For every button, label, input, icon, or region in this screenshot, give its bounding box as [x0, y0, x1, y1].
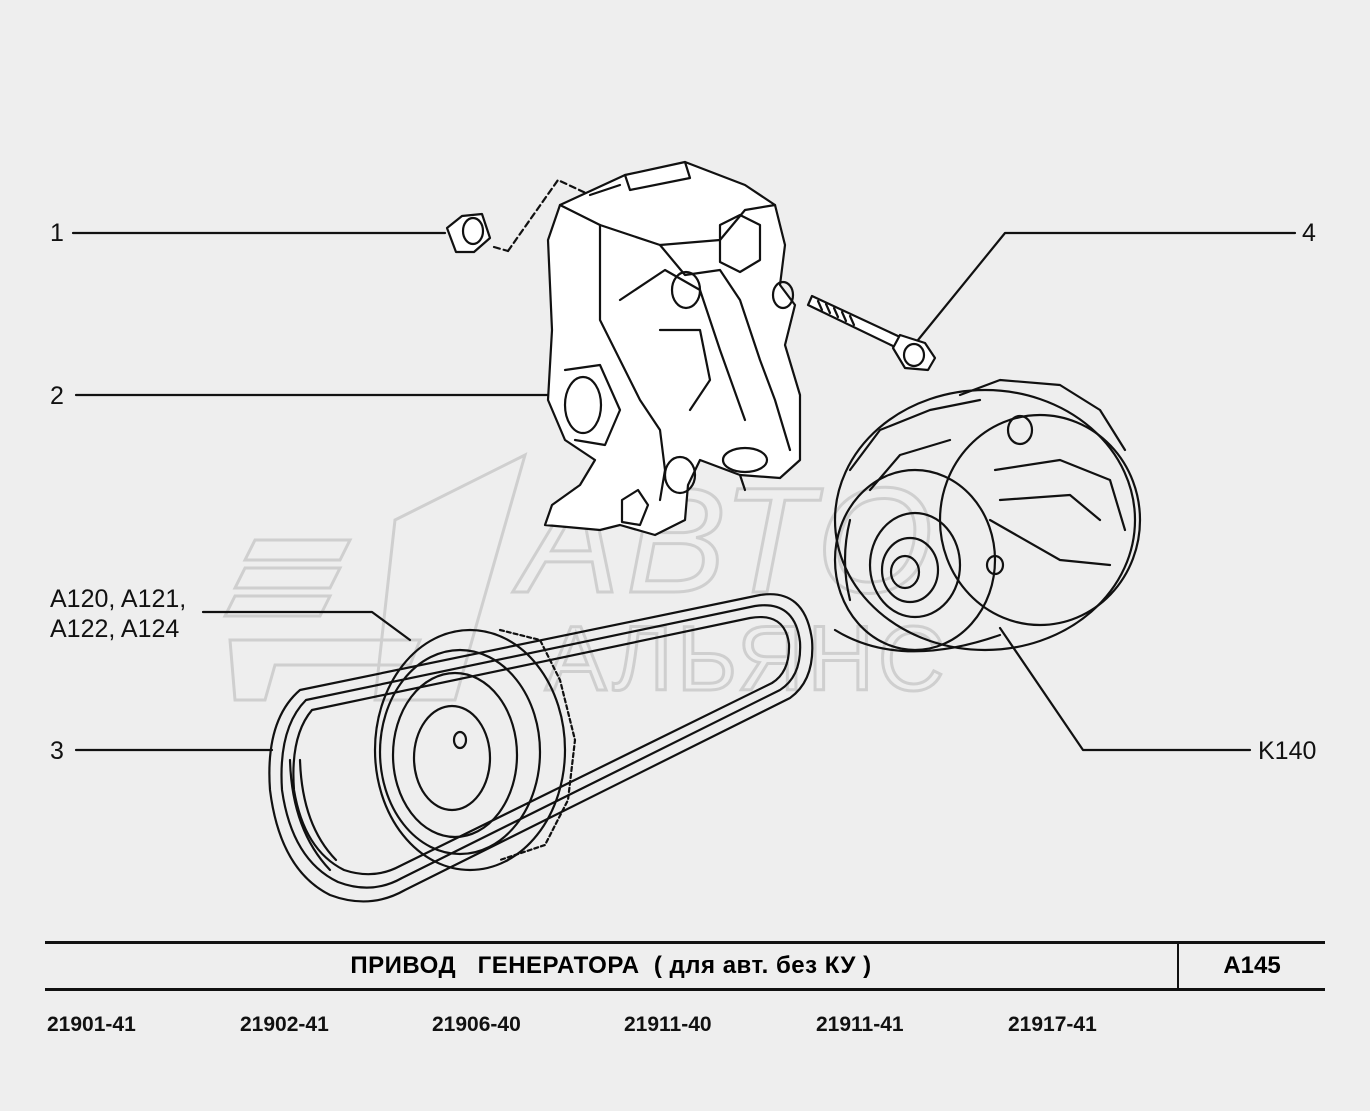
model-code: 21901-41: [47, 1013, 136, 1036]
bushing-part-1: [445, 178, 592, 254]
leader-a: [201, 610, 412, 642]
callout-a-line1: A120, A121,: [50, 585, 187, 613]
tensioner-bracket-part-2: [543, 160, 802, 537]
callout-a-line2: A122, A124: [50, 615, 180, 643]
belt-part-3: [268, 593, 814, 903]
watermark-line2: АЛЬЯНС: [545, 608, 948, 710]
model-code: 21906-40: [432, 1013, 521, 1036]
bolt-part-4: [806, 294, 937, 372]
callout-2: 2: [50, 382, 64, 410]
crankshaft-pulley: [373, 628, 577, 872]
title-block: ПРИВОД ГЕНЕРАТОРА ( для авт. без КУ ) A1…: [45, 941, 1325, 991]
callout-k140: K140: [1258, 737, 1317, 765]
diagram-code: A145: [1223, 952, 1281, 979]
model-code: 21911-40: [624, 1013, 712, 1036]
watermark-logo: [222, 452, 528, 702]
diagram-title: ПРИВОД ГЕНЕРАТОРА ( для авт. без КУ ): [45, 944, 1179, 988]
leader-k140: [998, 626, 1252, 752]
callout-3: 3: [50, 737, 64, 765]
callout-4: 4: [1302, 219, 1316, 247]
model-code: 21902-41: [240, 1013, 329, 1036]
leader-4: [916, 231, 1297, 342]
alternator-k140: [833, 378, 1142, 653]
callout-1: 1: [50, 219, 64, 247]
model-code: 21917-41: [1008, 1013, 1097, 1036]
model-code: 21911-41: [816, 1013, 904, 1036]
